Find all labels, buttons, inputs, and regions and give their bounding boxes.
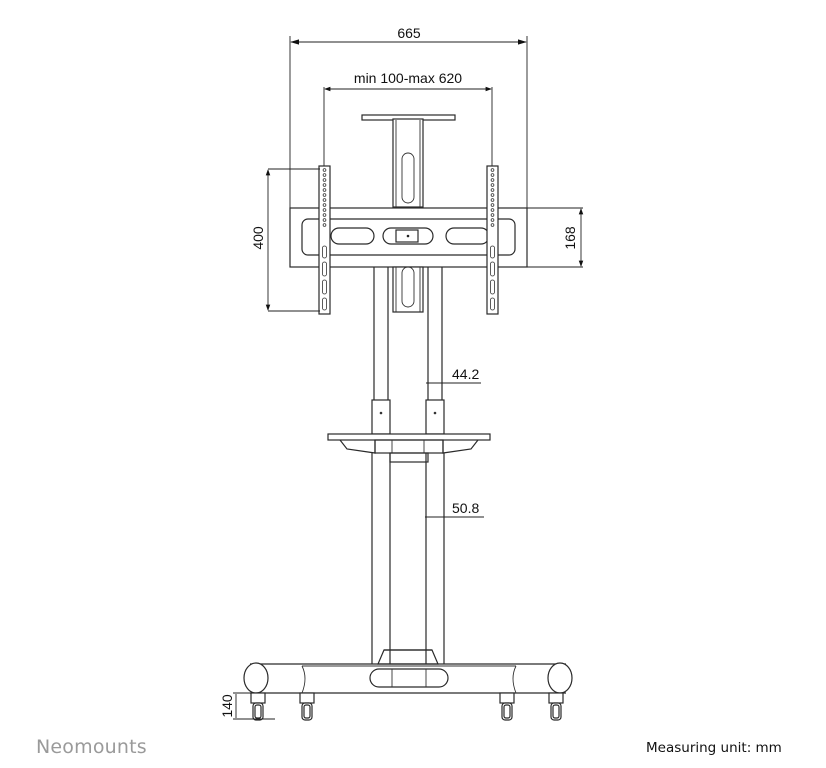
dimension-overall-width: 665 bbox=[289, 25, 528, 212]
dimension-base-height: 140 bbox=[219, 692, 275, 720]
vesa-bracket-right bbox=[486, 165, 499, 315]
brand-logo: Neomounts bbox=[36, 736, 147, 758]
measuring-unit-note: Measuring unit: mm bbox=[646, 740, 782, 756]
base-height-label: 140 bbox=[219, 694, 235, 718]
lower-tube-label: 50.8 bbox=[452, 500, 479, 516]
upper-tube-label: 44.2 bbox=[452, 366, 479, 382]
caster-2 bbox=[299, 692, 315, 721]
crossbar-height-label: 168 bbox=[562, 226, 578, 250]
lower-tubes bbox=[371, 453, 445, 664]
dimension-crossbar-height: 168 bbox=[527, 207, 584, 268]
caster-wheels bbox=[250, 692, 564, 721]
camera-shelf bbox=[361, 114, 456, 208]
bracket-height-label: 400 bbox=[250, 226, 266, 250]
dimension-bracket-height: 400 bbox=[250, 168, 320, 312]
vesa-bracket-left bbox=[318, 165, 331, 315]
caster-4 bbox=[548, 692, 564, 721]
dimension-vesa-range: min 100-max 620 bbox=[323, 70, 493, 168]
caster-1 bbox=[250, 692, 266, 721]
caster-3 bbox=[499, 692, 515, 721]
base-frame bbox=[243, 649, 573, 694]
dimension-lower-tube: 50.8 bbox=[425, 500, 484, 518]
middle-shelf bbox=[327, 433, 491, 463]
dimension-upper-tube: 44.2 bbox=[426, 366, 481, 384]
overall-width-label: 665 bbox=[397, 25, 421, 41]
column-lower-insert bbox=[392, 266, 424, 313]
vesa-range-label: min 100-max 620 bbox=[354, 70, 462, 86]
